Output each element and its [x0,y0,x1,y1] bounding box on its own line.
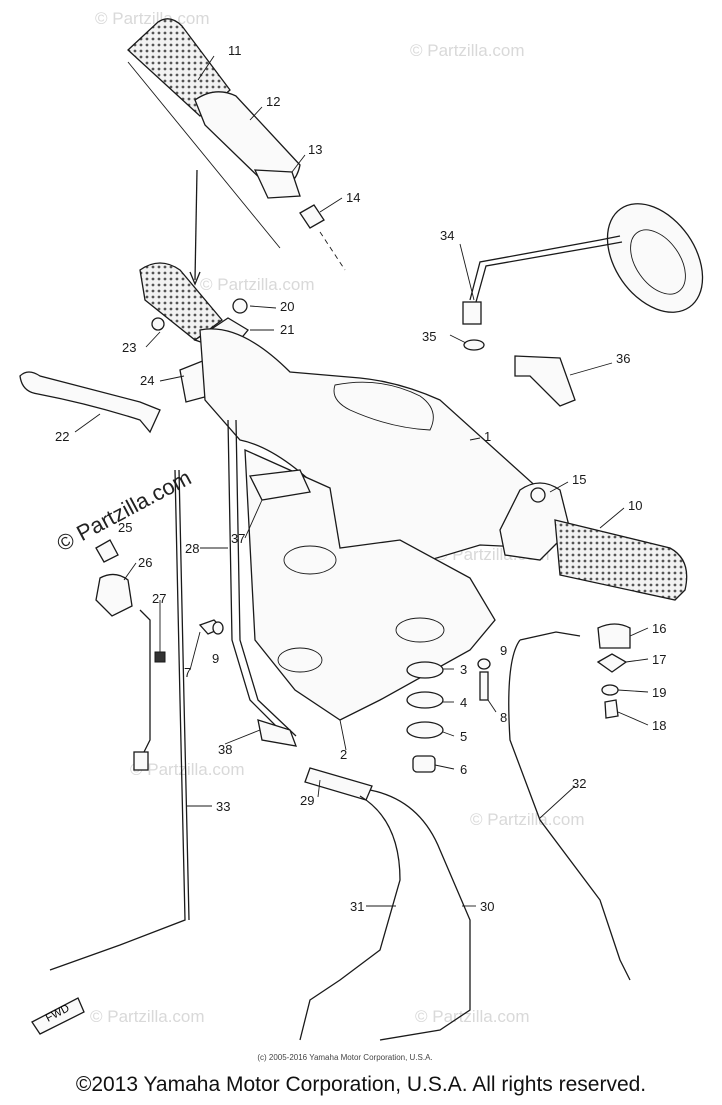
screw-18 [604,699,619,719]
right-grip [554,519,688,601]
washer-9 [212,621,224,635]
callout-26: 26 [138,555,152,570]
callout-16: 16 [652,621,666,636]
callout-36: 36 [616,351,630,366]
callout-5: 5 [460,729,467,744]
connector [133,751,149,771]
callout-12: 12 [266,94,280,109]
callout-33: 33 [216,799,230,814]
cover-plug [530,487,546,503]
nut-6 [412,755,436,773]
cover-opening [333,381,434,431]
fwd-arrow: FWD [31,997,85,1035]
mirror-stem-bolt [462,301,482,325]
footer-copyright: ©2013 Yamaha Motor Corporation, U.S.A. A… [75,1073,647,1096]
callout-9b: 9 [500,643,507,658]
fwd-arrow-shape [31,997,85,1035]
callout-34: 34 [440,228,454,243]
throttle-grip [127,18,231,117]
mirror-bracket [514,355,576,407]
nut-27 [154,651,166,663]
small-copyright: (c) 2005-2016 Yamaha Motor Corporation, … [257,1053,432,1062]
callout-20: 20 [280,299,294,314]
callout-24: 24 [140,373,154,388]
callout-30: 30 [480,899,494,914]
watermark-large: © Partzilla.com [53,465,196,557]
cable-38-end [257,719,298,747]
callout-29: 29 [300,793,314,808]
gasket-37 [249,469,311,501]
watermark: © Partzilla.com [90,1007,205,1026]
clutch-holder-parts [95,539,166,771]
callout-21: 21 [280,322,294,337]
cable-28 [227,419,291,741]
callout-13: 13 [308,142,322,157]
callout-19: 19 [652,685,666,700]
throttle-cable-end [299,204,325,229]
watermark: © Partzilla.com [200,275,315,294]
washer-9b [477,658,491,670]
callout-14: 14 [346,190,360,205]
callout-1: 1 [484,429,491,444]
callout-22: 22 [55,429,69,444]
washer-5 [406,721,444,739]
watermark: © Partzilla.com [410,41,525,60]
washer-19 [601,684,619,696]
clutch-lever [19,371,161,434]
handlebar-cover [199,328,688,721]
cable-31 [299,795,401,1041]
switch-26 [95,573,133,617]
watermark: © Partzilla.com [415,1007,530,1026]
callout-15: 15 [572,472,586,487]
callout-25: 25 [118,520,132,535]
screw [151,317,165,331]
leader-lines [74,55,649,907]
right-switch-parts [596,623,631,719]
callout-11: 11 [228,43,242,58]
callout-28: 28 [185,541,199,556]
callout-23: 23 [122,340,136,355]
callout-38: 38 [218,742,232,757]
watermark: © Partzilla.com [130,760,245,779]
mount-hardware [198,469,491,773]
callout-6: 6 [460,762,467,777]
callout-3: 3 [460,662,467,677]
callout-18: 18 [652,718,666,733]
callout-37: 37 [231,531,245,546]
cable-30 [369,789,471,1041]
callout-7: 7 [184,665,191,680]
part-25 [95,539,119,563]
mirror-head [606,203,704,313]
callout-32: 32 [572,776,586,791]
callout-31: 31 [350,899,364,914]
watermark: © Partzilla.com [470,810,585,829]
callout-9a: 9 [212,651,219,666]
callout-10: 10 [628,498,642,513]
cable-33 [49,469,186,971]
callout-2: 2 [340,747,347,762]
mirror-assembly [462,203,704,407]
right-grip-holder [499,482,571,561]
callout-35: 35 [422,329,436,344]
cable-joint-29 [304,767,373,801]
callout-27: 27 [152,591,166,606]
damper-3 [406,661,444,679]
callouts: 11 12 13 14 34 20 21 35 36 23 24 22 1 15… [55,43,666,914]
plug [232,298,248,314]
throttle-grip-assembly [127,18,346,286]
watermark: © Partzilla.com [95,9,210,28]
cable-32 [508,639,631,981]
knob-17 [596,653,628,673]
callout-8: 8 [500,710,507,725]
damper-4 [406,691,444,709]
mirror-nut [463,339,485,351]
switch-16 [597,623,631,649]
handlebar-cover-lower [244,448,496,721]
bolt-8 [479,671,489,701]
throttle-housing-piece [253,169,301,199]
callout-17: 17 [652,652,666,667]
cables [49,419,631,1041]
callout-4: 4 [460,695,467,710]
